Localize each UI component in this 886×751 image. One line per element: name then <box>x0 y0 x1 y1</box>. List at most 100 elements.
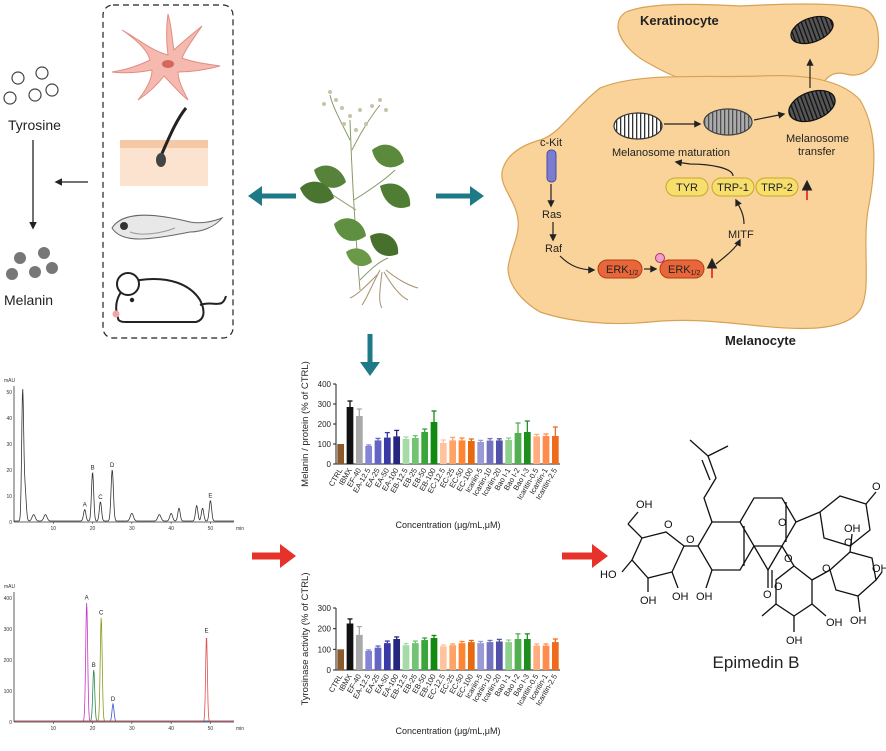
bar <box>514 433 522 464</box>
enzyme-tyr: TYR <box>665 177 709 197</box>
chrom-y-unit: mAU <box>4 584 16 590</box>
plant-to-models-arrow <box>248 186 296 206</box>
chrom-x-tick-label: 50 <box>208 726 214 732</box>
bar <box>467 441 475 464</box>
perk-subscript: 1/2 <box>691 270 701 277</box>
bar <box>542 645 550 670</box>
skin-hair-icon <box>120 107 208 186</box>
y-tick-label: 400 <box>318 380 332 389</box>
melanosome-mature <box>788 89 836 123</box>
bar <box>402 645 410 670</box>
bar <box>514 639 522 670</box>
y-tick-label: 200 <box>318 420 332 429</box>
melanosome-maturing <box>703 108 753 136</box>
chromatogram-to-charts-arrow <box>252 544 296 568</box>
melanosome-transfer-label-1: Melanosome <box>786 133 849 145</box>
atom-o-ring: O <box>778 517 787 529</box>
y-axis-title: Tyrosinase activity (% of CTRL) <box>300 572 311 705</box>
bar <box>411 643 419 670</box>
melanosome-maturation-label: Melanosome maturation <box>612 147 730 159</box>
erk-to-mitf-arrow <box>715 238 741 265</box>
melanin-content-chart: 0100200300400CTRLIBMXEF-40EA-12.5EA-25EA… <box>300 361 560 530</box>
bar <box>430 637 438 670</box>
epimedium-plant-illustration <box>300 90 419 309</box>
epimedin-b-atom-labels: O O O OH O O OH HO OH OH O O OH OH O O O… <box>600 481 886 647</box>
chrom-x-unit: min <box>236 726 244 732</box>
bar <box>337 444 345 464</box>
chrom-x-tick-label: 20 <box>90 526 96 532</box>
bar <box>477 643 485 670</box>
tyrosine-label: Tyrosine <box>8 117 61 133</box>
melanosome-transfer-label-2: transfer <box>798 146 836 158</box>
y-tick-label: 300 <box>318 604 332 613</box>
svg-text:ERK1/2: ERK1/2 <box>668 264 700 277</box>
chrom-trace <box>14 388 234 522</box>
atom-o-xyl-link: O <box>822 563 831 575</box>
chrom-peak-label: B <box>91 465 95 471</box>
chrom-x-unit: min <box>236 526 244 532</box>
bar <box>421 640 429 670</box>
erk-subscript: 1/2 <box>629 270 639 277</box>
bar <box>505 642 513 670</box>
zebrafish-icon <box>111 214 224 240</box>
ckit-receptor <box>546 149 557 183</box>
chrom-peak-label: B <box>92 663 96 669</box>
enzyme-to-melanosome-arrow <box>674 159 734 177</box>
atom-oh-glc-2: OH <box>672 591 689 603</box>
chrom-x-tick-label: 20 <box>90 726 96 732</box>
experimental-models-box <box>102 4 234 339</box>
chrom-y-unit: mAU <box>4 378 16 384</box>
chrom-y-tick-label: 40 <box>6 416 12 422</box>
chrom-y-tick-label: 100 <box>4 689 13 695</box>
atom-oh-rha-3: OH <box>786 635 803 647</box>
atom-o-carbonyl: O <box>763 589 772 601</box>
y-tick-label: 200 <box>318 625 332 634</box>
chrom-x-tick-label: 30 <box>129 726 135 732</box>
melanosome-immature <box>613 112 663 140</box>
raf-to-erk-arrow <box>559 255 596 274</box>
chrom-trace <box>14 603 234 722</box>
bar <box>346 407 354 464</box>
chrom-peak-label: E <box>208 494 212 500</box>
x-axis-title: Concentration (μg/mL,μM) <box>396 520 501 530</box>
plant-to-charts-arrow <box>360 334 380 376</box>
svg-text:ERK1/2: ERK1/2 <box>606 264 638 277</box>
atom-oh-rha-4: OH <box>826 617 843 629</box>
erk-label: ERK <box>606 264 629 276</box>
bar <box>458 643 466 670</box>
bar <box>486 642 494 670</box>
bar <box>383 437 391 464</box>
bar <box>449 645 457 670</box>
bar <box>421 432 429 464</box>
bar <box>449 440 457 464</box>
atom-o-xyl: O <box>844 537 853 549</box>
chrom-y-tick-label: 30 <box>6 442 12 448</box>
bar <box>477 442 485 464</box>
bar <box>365 650 373 670</box>
bar <box>505 440 513 464</box>
chrom-y-tick-label: 200 <box>4 658 13 664</box>
atom-o-3: O <box>784 553 793 565</box>
atom-o-7: O <box>686 534 695 546</box>
chrom-trace <box>14 617 234 722</box>
erk-inactive: ERK1/2 <box>597 259 643 279</box>
bar <box>411 438 419 464</box>
bar <box>383 643 391 670</box>
atom-o-methoxy: O <box>872 481 881 493</box>
bar <box>430 422 438 464</box>
chrom-y-tick-label: 300 <box>4 627 13 633</box>
atom-ho-glc: HO <box>600 569 617 581</box>
y-tick-label: 300 <box>318 400 332 409</box>
chrom-trace <box>14 670 234 722</box>
bar <box>439 646 447 670</box>
melanin-label: Melanin <box>4 292 53 308</box>
erk-phosphorylated: ERK1/2 <box>655 253 705 279</box>
chrom-peak-label: E <box>204 629 208 635</box>
bar <box>533 645 541 670</box>
chrom-x-tick-label: 10 <box>51 726 57 732</box>
mitf-to-enzymes-arrow <box>735 198 745 225</box>
chrom-peak-label: A <box>83 502 87 508</box>
y-tick-label: 100 <box>318 440 332 449</box>
epimedin-b-structure <box>621 439 883 632</box>
